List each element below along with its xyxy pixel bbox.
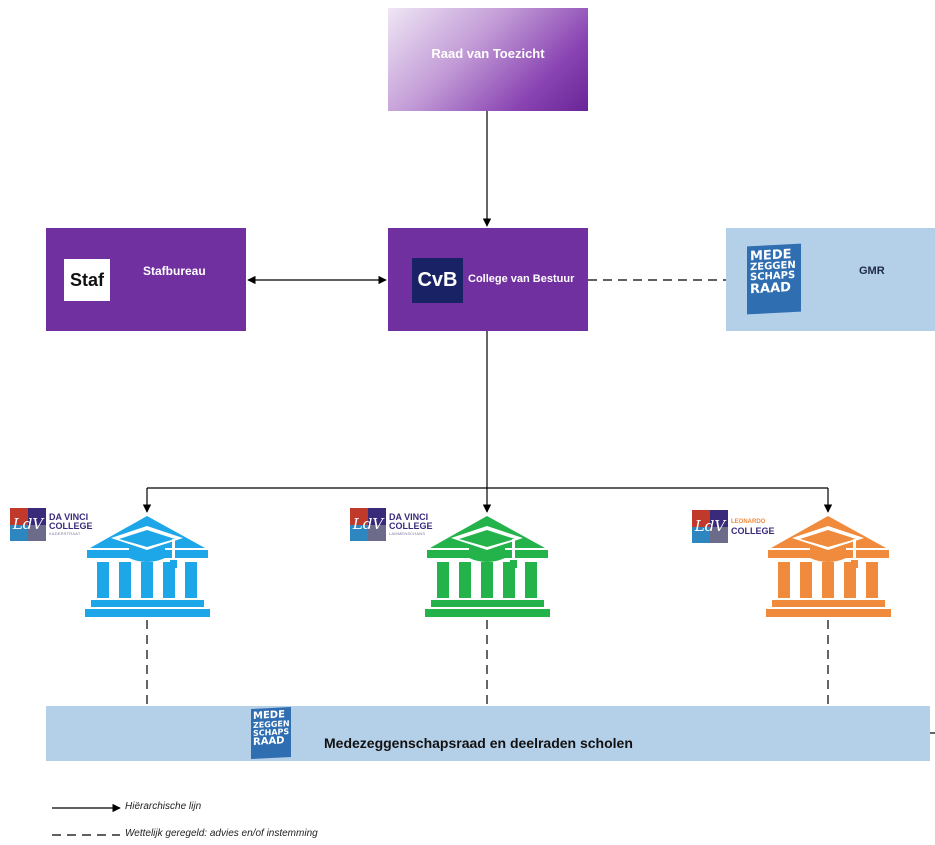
cvb-logo: CvB bbox=[412, 258, 463, 303]
legend-label-hierarchical: Hiërarchische lijn bbox=[125, 801, 202, 812]
school-building-icon bbox=[425, 516, 550, 617]
medezeggenschapsraad-logo: MEDE ZEGGEN SCHAPS RAAD bbox=[251, 706, 291, 760]
ldv-logo-icon: LdV bbox=[692, 510, 728, 543]
college-logo-leonardo: LdV LEONARDO COLLEGE bbox=[692, 510, 775, 543]
school-building-icon bbox=[85, 516, 210, 617]
raad-van-toezicht-label: Raad van Toezicht bbox=[431, 46, 545, 61]
medezeggenschapsraad-label: Medezeggenschapsraad en deelraden schole… bbox=[324, 735, 633, 751]
raad-van-toezicht-box: Raad van Toezicht bbox=[388, 8, 588, 111]
legend-label-statutory: Wettelijk geregeld: advies en/of instemm… bbox=[125, 828, 318, 839]
medezeggenschapsraad-box: MEDE ZEGGEN SCHAPS RAAD Medezeggenschaps… bbox=[46, 706, 930, 761]
gmr-box: MEDE ZEGGEN SCHAPS RAAD GMR bbox=[726, 228, 935, 331]
stafbureau-label: Stafbureau bbox=[143, 264, 206, 278]
gmr-label: GMR bbox=[859, 265, 885, 277]
staf-logo: Staf bbox=[64, 259, 110, 301]
ldv-logo-icon: LdV bbox=[10, 508, 46, 541]
stafbureau-box: Staf Stafbureau bbox=[46, 228, 246, 331]
medezeggenschapsraad-logo: MEDE ZEGGEN SCHAPS RAAD bbox=[747, 243, 801, 315]
college-logo-davinci-lammenschans: LdV DA VINCI COLLEGE LAMMENSCHANS bbox=[350, 508, 433, 541]
ldv-logo-icon: LdV bbox=[350, 508, 386, 541]
school-building-icon bbox=[766, 516, 891, 617]
college-van-bestuur-box: CvB College van Bestuur bbox=[388, 228, 588, 331]
college-logo-davinci-kaderstraat: LdV DA VINCI COLLEGE KADERSTRAAT bbox=[10, 508, 93, 541]
college-van-bestuur-label: College van Bestuur bbox=[468, 273, 575, 285]
